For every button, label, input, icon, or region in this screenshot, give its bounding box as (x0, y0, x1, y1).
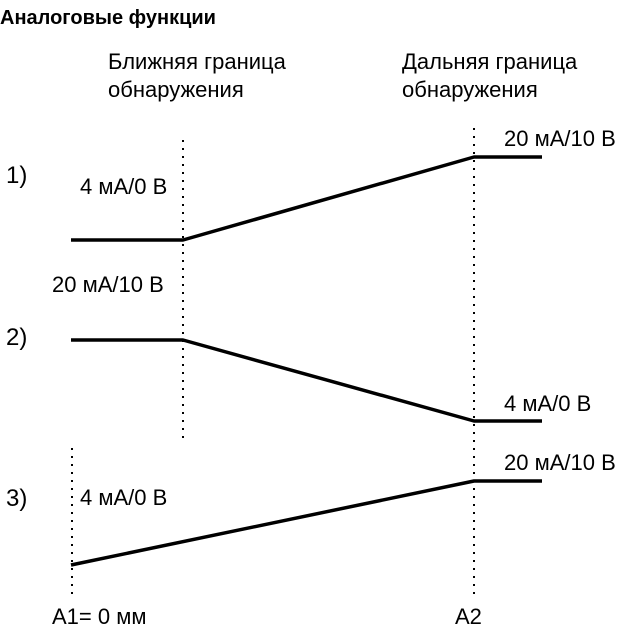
far-boundary-label-line1: Дальняя граница (402, 49, 578, 74)
axis-right-label: A2 (455, 604, 482, 629)
curve-2-low-label: 4 мА/0 В (504, 391, 591, 416)
curve-1-high-label: 20 мА/10 В (504, 126, 616, 151)
diagram-title: Аналоговые функции (0, 7, 216, 29)
near-boundary-label-line1: Ближняя граница (108, 49, 287, 74)
curve-2-number: 2) (6, 324, 27, 351)
curve-3-number: 3) (6, 485, 27, 512)
axis-left-label: A1= 0 мм (52, 604, 146, 629)
curve-1-low-label: 4 мА/0 В (80, 174, 167, 199)
far-boundary-label-line2: обнаружения (402, 77, 538, 102)
curve-2-line (71, 338, 542, 423)
curve-3-low-label: 4 мА/0 В (80, 485, 167, 510)
curve-3-line (70, 479, 542, 567)
curve-2-high-label: 20 мА/10 В (52, 272, 164, 297)
curve-1-number: 1) (6, 162, 27, 189)
curve-3-high-label: 20 мА/10 В (504, 450, 616, 475)
curve-1-line (71, 155, 542, 242)
near-boundary-label-line2: обнаружения (108, 77, 244, 102)
